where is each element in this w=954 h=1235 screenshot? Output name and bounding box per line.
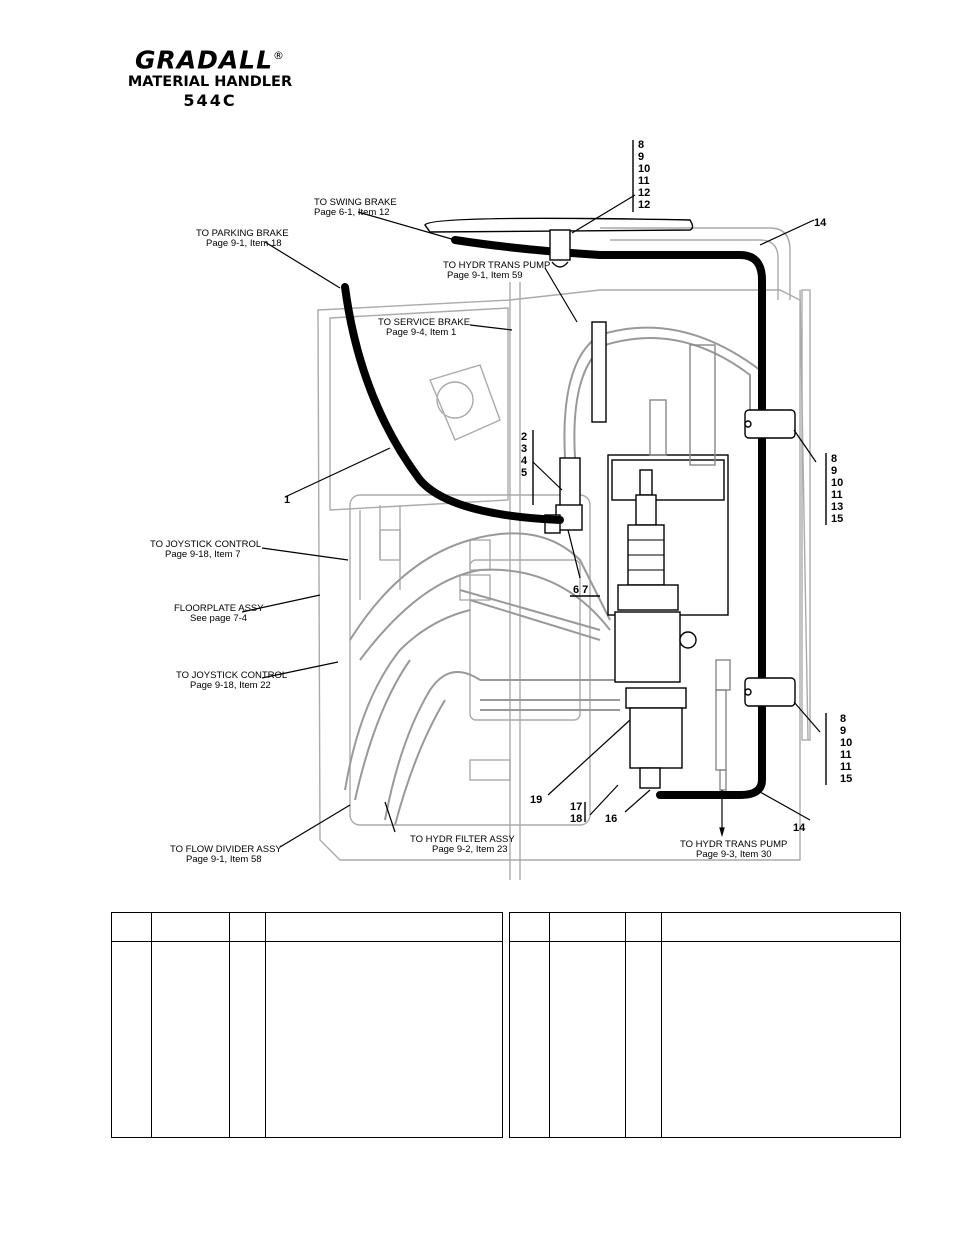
callout-to-joystick-control-1: TO JOYSTICK CONTROL Page 9-18, Item 7 — [150, 539, 261, 560]
hose-clamps — [744, 409, 796, 707]
item-stack-right-upper: 8 9 10 11 13 15 — [831, 453, 843, 525]
brake-valve-assembly — [544, 321, 731, 791]
svg-text:15: 15 — [831, 513, 843, 525]
callout-to-parking-brake: TO PARKING BRAKE Page 9-1, Item 18 — [196, 228, 289, 249]
col-part-number — [151, 912, 230, 942]
callout-to-flow-divider-assy: TO FLOW DIVIDER ASSY Page 9-1, Item 58 — [170, 844, 282, 865]
parts-table-left — [111, 912, 503, 1138]
hydraulic-lines-gray — [344, 326, 761, 826]
col-item — [509, 912, 550, 942]
item-stack-right-lower: 8 9 10 11 11 15 — [840, 713, 852, 785]
svg-text:12: 12 — [638, 187, 650, 199]
callout-to-hydr-trans-pump-2: TO HYDR TRANS PUMP Page 9-3, Item 30 — [680, 839, 787, 860]
item-hose-left: 1 — [284, 494, 290, 506]
svg-text:11: 11 — [831, 489, 843, 501]
callout-to-parking-brake-title: TO PARKING BRAKE — [196, 228, 289, 239]
callout-to-hydr-filter-assy-ref: Page 9-2, Item 23 — [432, 844, 508, 855]
callout-to-joystick-control-1-ref: Page 9-18, Item 7 — [165, 549, 241, 560]
brand-subtitle: MATERIAL HANDLER — [127, 74, 293, 91]
callout-to-flow-divider-assy-ref: Page 9-1, Item 58 — [186, 854, 262, 865]
item-filter-pair: 17 18 — [570, 801, 582, 825]
col-qty — [229, 912, 266, 942]
hydraulic-brake-diagram: TO SWING BRAKE Page 6-1, Item 12 TO PARK… — [150, 139, 852, 880]
callout-to-swing-brake-title: TO SWING BRAKE — [314, 197, 397, 208]
callout-to-hydr-filter-assy: TO HYDR FILTER ASSY Page 9-2, Item 23 — [410, 834, 515, 855]
svg-text:8: 8 — [638, 139, 644, 151]
callout-to-joystick-control-2-title: TO JOYSTICK CONTROL — [176, 670, 287, 681]
callout-to-swing-brake-ref: Page 6-1, Item 12 — [314, 207, 390, 218]
svg-text:15: 15 — [840, 773, 852, 785]
brand-name: GRADALL — [134, 45, 274, 75]
item-stack-left: 2 3 4 5 — [521, 431, 528, 479]
callout-to-swing-brake: TO SWING BRAKE Page 6-1, Item 12 — [314, 197, 397, 218]
item-hose-top: 14 — [814, 217, 827, 229]
item-number-brackets — [532, 140, 827, 822]
parts-table-left-header — [111, 912, 503, 942]
item-filter-body: 19 — [530, 794, 542, 806]
item-stack-top: 8 9 10 11 12 12 — [638, 139, 650, 211]
callout-to-parking-brake-ref: Page 9-1, Item 18 — [206, 238, 282, 249]
callout-to-hydr-trans-pump: TO HYDR TRANS PUMP Page 9-1, Item 59 — [443, 260, 550, 281]
model-number: 544C — [183, 91, 237, 111]
svg-text:3: 3 — [521, 443, 527, 455]
col-item — [111, 912, 152, 942]
brand-header: GRADALL® MATERIAL HANDLER 544C — [110, 42, 310, 111]
svg-text:8: 8 — [831, 453, 837, 465]
col-description — [265, 912, 503, 942]
svg-text:2: 2 — [521, 431, 527, 443]
svg-text:11: 11 — [638, 175, 650, 187]
brand-logo: GRADALL® — [110, 42, 310, 74]
col-part-number — [549, 912, 626, 942]
top-plate — [424, 217, 694, 268]
leader-lines — [241, 194, 821, 848]
item-hose-bottom: 14 — [793, 822, 806, 834]
svg-text:9: 9 — [831, 465, 837, 477]
svg-text:5: 5 — [521, 467, 527, 479]
svg-text:8: 8 — [840, 713, 846, 725]
svg-text:9: 9 — [638, 151, 644, 163]
callout-to-hydr-trans-pump-title: TO HYDR TRANS PUMP — [443, 260, 550, 271]
svg-text:9: 9 — [840, 725, 846, 737]
table-row — [111, 941, 503, 1138]
callout-to-service-brake-ref: Page 9-4, Item 1 — [386, 327, 456, 338]
svg-text:11: 11 — [840, 761, 852, 773]
svg-text:13: 13 — [831, 501, 843, 513]
item-fitting-pair: 6 7 — [573, 584, 588, 596]
callout-to-flow-divider-assy-title: TO FLOW DIVIDER ASSY — [170, 844, 282, 855]
svg-text:18: 18 — [570, 813, 582, 825]
registered-mark: ® — [273, 49, 286, 62]
table-row — [509, 941, 901, 1138]
callout-to-hydr-trans-pump-ref: Page 9-1, Item 59 — [447, 270, 523, 281]
callout-floorplate-assy-ref: See page 7-4 — [190, 613, 247, 624]
svg-text:4: 4 — [521, 455, 528, 467]
callout-to-hydr-trans-pump-2-title: TO HYDR TRANS PUMP — [680, 839, 787, 850]
svg-text:10: 10 — [831, 477, 843, 489]
svg-text:11: 11 — [840, 749, 852, 761]
svg-text:10: 10 — [638, 163, 650, 175]
col-description — [661, 912, 901, 942]
callout-to-joystick-control-2: TO JOYSTICK CONTROL Page 9-18, Item 22 — [176, 670, 287, 691]
callout-floorplate-assy-title: FLOORPLATE ASSY — [174, 603, 264, 614]
svg-text:12: 12 — [638, 199, 650, 211]
brake-hoses-black — [341, 236, 766, 799]
callout-to-joystick-control-1-title: TO JOYSTICK CONTROL — [150, 539, 261, 550]
col-qty — [625, 912, 662, 942]
callout-to-hydr-trans-pump-2-ref: Page 9-3, Item 30 — [696, 849, 772, 860]
callout-to-service-brake: TO SERVICE BRAKE Page 9-4, Item 1 — [378, 317, 470, 338]
parts-table-right-header — [509, 912, 901, 942]
svg-text:10: 10 — [840, 737, 852, 749]
machine-frame — [317, 227, 811, 880]
callout-to-hydr-filter-assy-title: TO HYDR FILTER ASSY — [410, 834, 515, 845]
item-fitting-elbow: 16 — [605, 813, 617, 825]
callout-floorplate-assy: FLOORPLATE ASSY See page 7-4 — [174, 603, 264, 624]
callout-to-joystick-control-2-ref: Page 9-18, Item 22 — [190, 680, 271, 691]
callout-to-service-brake-title: TO SERVICE BRAKE — [378, 317, 470, 328]
parts-table-right — [509, 912, 901, 1138]
svg-text:17: 17 — [570, 801, 582, 813]
